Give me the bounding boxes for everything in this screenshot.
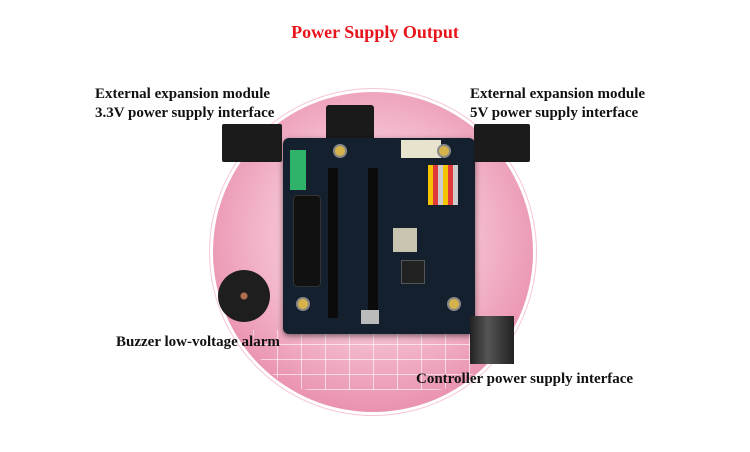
page-title: Power Supply Output <box>291 22 459 42</box>
ext-3v3-label-line1: External expansion module <box>95 86 271 102</box>
ps2-connector <box>293 195 321 287</box>
buzzer-photo <box>218 270 270 322</box>
mount-hole <box>296 297 310 311</box>
ext-5v-label: External expansion module 5V power suppl… <box>470 85 645 123</box>
ext-3v3-label: External expansion module 3.3V power sup… <box>95 85 274 123</box>
power-jack-photo <box>470 316 514 364</box>
inductor <box>401 260 425 284</box>
buzzer-label: Buzzer low-voltage alarm <box>116 334 280 350</box>
ext-3v3-label-line2: 3.3V power supply interface <box>95 105 275 121</box>
mount-hole <box>333 144 347 158</box>
ext-5v-connector-photo <box>474 124 530 162</box>
connector <box>401 140 441 158</box>
controller-power-label: Controller power supply interface <box>416 371 634 387</box>
usb-port <box>361 310 379 324</box>
pin-header <box>368 168 378 318</box>
chip <box>393 228 417 252</box>
ext-5v-label-line1: External expansion module <box>470 86 646 102</box>
pin-header <box>328 168 338 318</box>
mount-hole <box>447 297 461 311</box>
ext-5v-label-line2: 5V power supply interface <box>470 105 639 121</box>
screw-terminal <box>290 150 306 190</box>
servo-pins <box>428 165 458 205</box>
mount-hole <box>437 144 451 158</box>
ext-3v3-connector-photo <box>222 124 282 162</box>
background-grid <box>253 330 493 390</box>
